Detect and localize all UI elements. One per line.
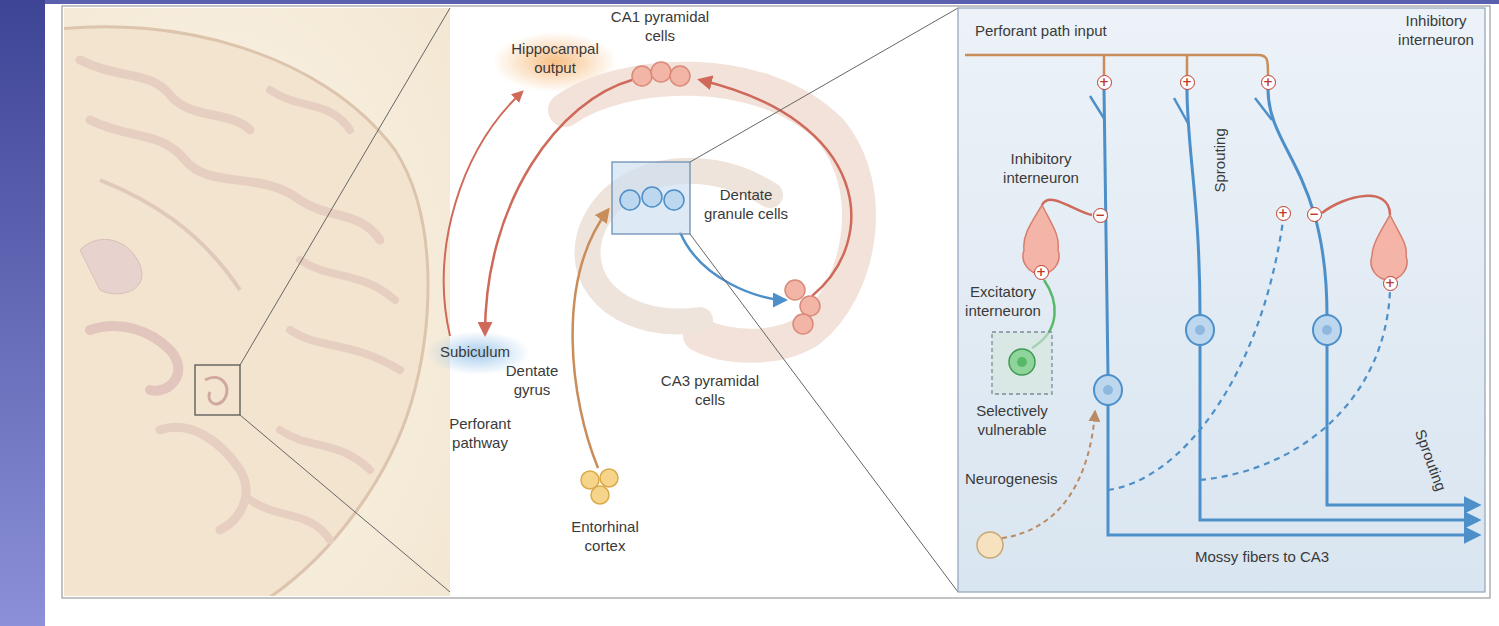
region-label: Hippocampal output xyxy=(505,40,605,78)
circuit-detail-part xyxy=(1023,205,1059,274)
circuit-detail-part xyxy=(1322,196,1390,215)
hippocampus-drawing xyxy=(426,8,958,592)
rotated-label: Sprouting xyxy=(1211,128,1230,192)
brain-slice-part-part xyxy=(100,180,240,290)
region-label: Perforant pathway xyxy=(440,415,520,453)
brain-slice-part xyxy=(64,27,428,596)
brain-slice-part-part xyxy=(300,260,395,300)
circuit-detail-part xyxy=(1268,89,1327,316)
synapse-sign: + xyxy=(1261,75,1276,90)
circuit-detail xyxy=(958,8,1485,592)
synapse-sign: − xyxy=(1307,207,1322,222)
hippocampus-drawing-part xyxy=(690,234,958,592)
circuit-detail-part xyxy=(1200,344,1478,520)
circuit-detail-part xyxy=(958,8,1485,592)
circuit-detail-part xyxy=(1090,96,1105,120)
circuit-detail-part xyxy=(1108,404,1478,535)
region-label: Dentate gyrus xyxy=(500,362,564,400)
region-label: CA3 pyramidal cells xyxy=(655,372,765,410)
hippocampus-drawing-part xyxy=(793,314,813,334)
synapse-sign: + xyxy=(1276,206,1291,221)
brain-slice-part xyxy=(195,365,240,415)
circuit-detail-part xyxy=(1174,98,1189,125)
brain-slice-part-part xyxy=(80,60,250,130)
hippocampus-drawing-part xyxy=(670,66,690,86)
slide-background-part xyxy=(0,0,45,626)
region-label: Mossy fibers to CA3 xyxy=(1195,548,1329,567)
hippocampus-drawing-part xyxy=(642,187,662,207)
circuit-detail-part xyxy=(1195,325,1205,335)
hippocampus-drawing-part xyxy=(565,79,859,346)
circuit-detail-part xyxy=(977,532,1003,558)
circuit-detail-part xyxy=(1313,315,1341,345)
brain-slice-part-part xyxy=(64,27,428,596)
region-label: Perforant path input xyxy=(975,22,1107,41)
synapse-sign: + xyxy=(1034,265,1049,280)
hippocampus-drawing-part xyxy=(785,280,805,300)
circuit-detail-part xyxy=(1094,375,1122,405)
circuit-detail-part xyxy=(1017,357,1027,367)
brain-slice xyxy=(50,8,450,610)
region-label: CA1 pyramidal cells xyxy=(605,8,715,46)
region-label: Neurogenesis xyxy=(965,470,1058,489)
rotated-label: Sprouting xyxy=(1410,427,1450,494)
hippocampus-drawing-part xyxy=(600,469,618,487)
circuit-detail-part xyxy=(1042,200,1092,215)
circuit-detail-part xyxy=(1322,325,1332,335)
brain-slice-part-part xyxy=(270,90,350,130)
brain-slice-part xyxy=(240,8,450,365)
circuit-detail-part xyxy=(1200,291,1390,480)
region-label: Dentate granule cells xyxy=(698,186,794,224)
hippocampus-drawing-part xyxy=(620,190,640,210)
slide-background-part xyxy=(45,0,1499,4)
hippocampus-drawing-part xyxy=(485,80,632,334)
hippocampus-drawing-part xyxy=(800,296,820,316)
brain-slice-part-part xyxy=(160,427,246,530)
hippocampus-drawing-part xyxy=(444,92,522,336)
brain-slice-part-part xyxy=(290,330,400,370)
circuit-detail-part xyxy=(1103,385,1113,395)
synapse-sign: + xyxy=(1097,75,1112,90)
circuit-detail-part xyxy=(1009,349,1035,375)
circuit-detail-part xyxy=(1186,315,1214,345)
hippocampus-drawing-part xyxy=(591,486,609,504)
brain-slice-part-part xyxy=(280,430,370,470)
brain-slice-part-part xyxy=(90,120,380,240)
brain-slice-part xyxy=(240,415,450,592)
synapse-sign: + xyxy=(1180,75,1195,90)
synapse-sign: + xyxy=(1383,276,1398,291)
hippocampus-drawing-part xyxy=(612,162,690,234)
brain-slice-part-part xyxy=(80,239,142,293)
brain-slice-part-part xyxy=(205,378,227,404)
brain-slice-part-part xyxy=(250,500,330,540)
hippocampus-drawing-part xyxy=(573,210,608,468)
region-label: Excitatory interneuron xyxy=(962,283,1044,321)
region-label: Subiculum xyxy=(440,343,510,362)
region-label: Inhibitory interneuron xyxy=(995,150,1087,188)
circuit-detail-part xyxy=(992,332,1052,394)
circuit-detail-part xyxy=(1186,55,1189,75)
region-label: Selectively vulnerable xyxy=(966,402,1058,440)
region-label: Entorhinal cortex xyxy=(560,518,650,556)
hippocampus-drawing-part xyxy=(632,66,652,86)
circuit-detail-part xyxy=(965,55,1268,75)
circuit-detail-part xyxy=(1255,98,1272,120)
circuit-detail-part xyxy=(1108,221,1283,490)
region-label: Inhibitory interneuron xyxy=(1390,12,1482,50)
hippocampus-drawing-part xyxy=(690,8,958,162)
hippocampus-drawing-part xyxy=(664,190,684,210)
hippocampus-drawing-part xyxy=(651,62,671,82)
circuit-detail-part xyxy=(1103,55,1106,75)
synapse-sign: − xyxy=(1093,208,1108,223)
brain-slice-part-part xyxy=(90,326,178,391)
circuit-detail-part xyxy=(1371,215,1407,280)
circuit-detail-part xyxy=(1104,89,1108,376)
circuit-detail-part xyxy=(1327,344,1478,505)
